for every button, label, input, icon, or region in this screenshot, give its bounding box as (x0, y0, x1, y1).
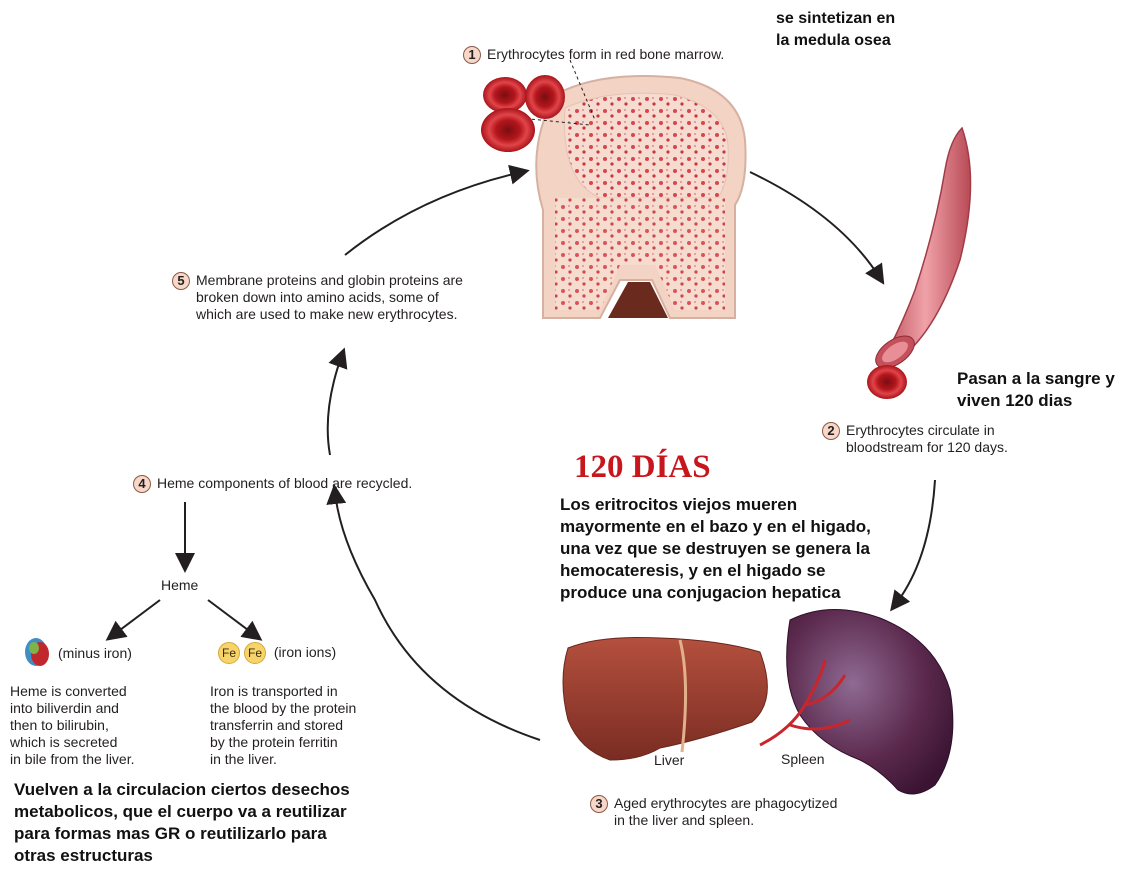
step-2-line-1: Erythrocytes circulate in (846, 422, 1008, 439)
iron-text-line: Iron is transported in (210, 683, 356, 700)
heme-label: Heme (161, 577, 198, 594)
fe-icon-1: Fe (218, 642, 240, 664)
note-old-erythrocytes: Los eritrocitos viejos mueren mayormente… (560, 494, 871, 604)
step-5-line-2: broken down into amino acids, some of (196, 289, 463, 306)
note-line: viven 120 dias (957, 390, 1115, 412)
note-line: Los eritrocitos viejos mueren (560, 494, 871, 516)
note-line: se sintetizan en (776, 8, 895, 30)
note-line: la medula osea (776, 30, 895, 52)
heme-molecule-icon (25, 638, 49, 666)
note-bone-marrow: se sintetizan en la medula osea (776, 8, 895, 52)
iron-text-line: the blood by the protein (210, 700, 356, 717)
heme-conversion-text: Heme is converted into biliverdin and th… (10, 683, 135, 768)
liver-illustration (563, 637, 767, 760)
heme-text-line: then to bilirubin, (10, 717, 135, 734)
liver-label: Liver (654, 752, 684, 769)
spleen-label: Spleen (781, 751, 825, 768)
note-blood: Pasan a la sangre y viven 120 dias (957, 368, 1115, 412)
step-3-number: 3 (590, 795, 608, 813)
step-1-label: 1 Erythrocytes form in red bone marrow. (463, 46, 724, 64)
heme-text-line: which is secreted (10, 734, 135, 751)
step-1-text: Erythrocytes form in red bone marrow. (487, 46, 724, 62)
iron-text-line: by the protein ferritin (210, 734, 356, 751)
step-5-line-1: Membrane proteins and globin proteins ar… (196, 272, 463, 289)
iron-transport-text: Iron is transported in the blood by the … (210, 683, 356, 768)
note-line: Pasan a la sangre y (957, 368, 1115, 390)
step-5-line-3: which are used to make new erythrocytes. (196, 306, 463, 323)
note-line: metabolicos, que el cuerpo va a reutiliz… (14, 801, 350, 823)
iron-ions-label: (iron ions) (274, 644, 336, 660)
step-5-number: 5 (172, 272, 190, 290)
note-line: Vuelven a la circulacion ciertos desecho… (14, 779, 350, 801)
step-3-line-2: in the liver and spleen. (614, 812, 837, 829)
step-3-label: 3 Aged erythrocytes are phagocytized in … (590, 795, 837, 829)
note-recycling: Vuelven a la circulacion ciertos desecho… (14, 779, 350, 867)
step-4-text: Heme components of blood are recycled. (157, 475, 412, 491)
step-2-label: 2 Erythrocytes circulate in bloodstream … (822, 422, 1008, 456)
fe-icon-2: Fe (244, 642, 266, 664)
note-line: otras estructuras (14, 845, 350, 867)
step-1-number: 1 (463, 46, 481, 64)
note-line: produce una conjugacion hepatica (560, 582, 871, 604)
step-4-number: 4 (133, 475, 151, 493)
note-line: una vez que se destruyen se genera la (560, 538, 871, 560)
days-title: 120 DÍAS (574, 449, 711, 486)
minus-iron-label: (minus iron) (58, 645, 132, 662)
note-line: para formas mas GR o reutilizarlo para (14, 823, 350, 845)
heme-text-line: Heme is converted (10, 683, 135, 700)
note-line: mayormente en el bazo y en el higado, (560, 516, 871, 538)
heme-text-line: into biliverdin and (10, 700, 135, 717)
heme-text-line: in bile from the liver. (10, 751, 135, 768)
blood-vessel-illustration (867, 128, 971, 399)
note-line: hemocateresis, y en el higado se (560, 560, 871, 582)
step-3-line-1: Aged erythrocytes are phagocytized (614, 795, 837, 812)
iron-text-line: in the liver. (210, 751, 356, 768)
step-5-label: 5 Membrane proteins and globin proteins … (172, 272, 463, 323)
iron-text-line: transferrin and stored (210, 717, 356, 734)
step-2-number: 2 (822, 422, 840, 440)
step-2-line-2: bloodstream for 120 days. (846, 439, 1008, 456)
step-4-label: 4 Heme components of blood are recycled. (133, 475, 412, 493)
